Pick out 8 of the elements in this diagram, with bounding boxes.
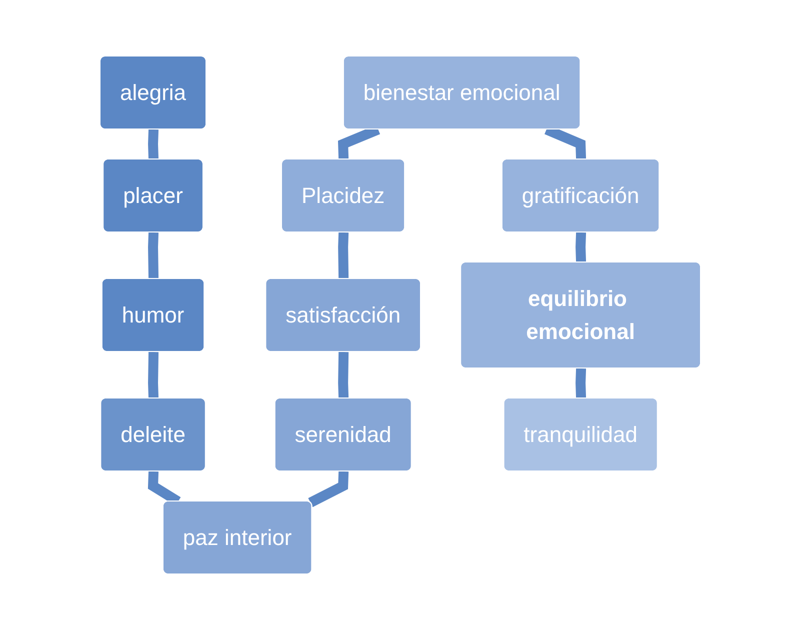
connector (576, 368, 586, 398)
connector (148, 232, 159, 279)
connector (308, 470, 349, 507)
connector (148, 128, 159, 160)
connector (338, 351, 349, 398)
connector (338, 232, 349, 279)
connector (148, 351, 159, 398)
connector (576, 232, 586, 262)
